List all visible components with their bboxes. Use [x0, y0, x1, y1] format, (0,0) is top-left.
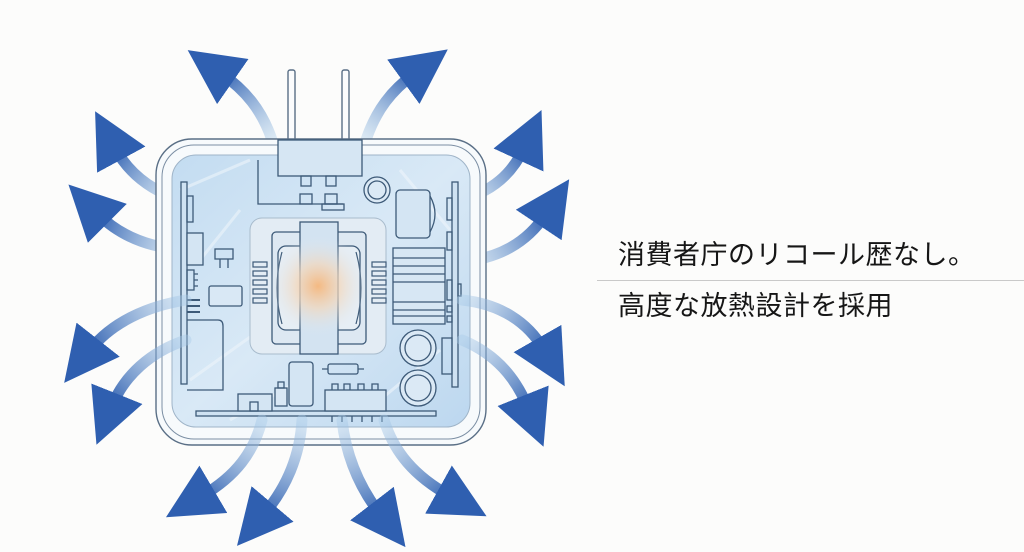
left-components	[180, 181, 243, 391]
heat-arrow-icon	[378, 414, 487, 517]
connector-block	[257, 139, 391, 211]
charger-heat-dissipation-illustration	[64, 49, 570, 548]
heat-arrow-icon	[237, 414, 308, 546]
heat-arrow-icon	[360, 49, 448, 146]
heat-arrow-icon	[336, 414, 406, 548]
heat-arrows-bottom	[64, 294, 565, 548]
heat-arrow-icon	[165, 414, 268, 518]
right-components	[392, 181, 462, 407]
plug-prong-icon	[287, 69, 350, 143]
capacitor-icon	[274, 361, 314, 407]
heatsink-icon	[392, 247, 446, 325]
bottom-components	[195, 361, 437, 422]
heat-arrow-icon	[64, 294, 192, 383]
heat-arrow-icon	[456, 294, 565, 387]
caption-line-heat-design: 高度な放熱設計を採用	[618, 291, 893, 322]
caption-line-recall: 消費者庁のリコール歴なし。	[618, 240, 976, 271]
caption-divider	[597, 280, 1024, 281]
heat-arrow-icon	[91, 334, 192, 445]
heat-arrow-icon	[456, 334, 549, 447]
transformer-icon	[249, 217, 387, 355]
heat-arrow-icon	[187, 50, 278, 146]
feature-caption: 消費者庁のリコール歴なし。 高度な放熱設計を採用	[597, 236, 1024, 327]
